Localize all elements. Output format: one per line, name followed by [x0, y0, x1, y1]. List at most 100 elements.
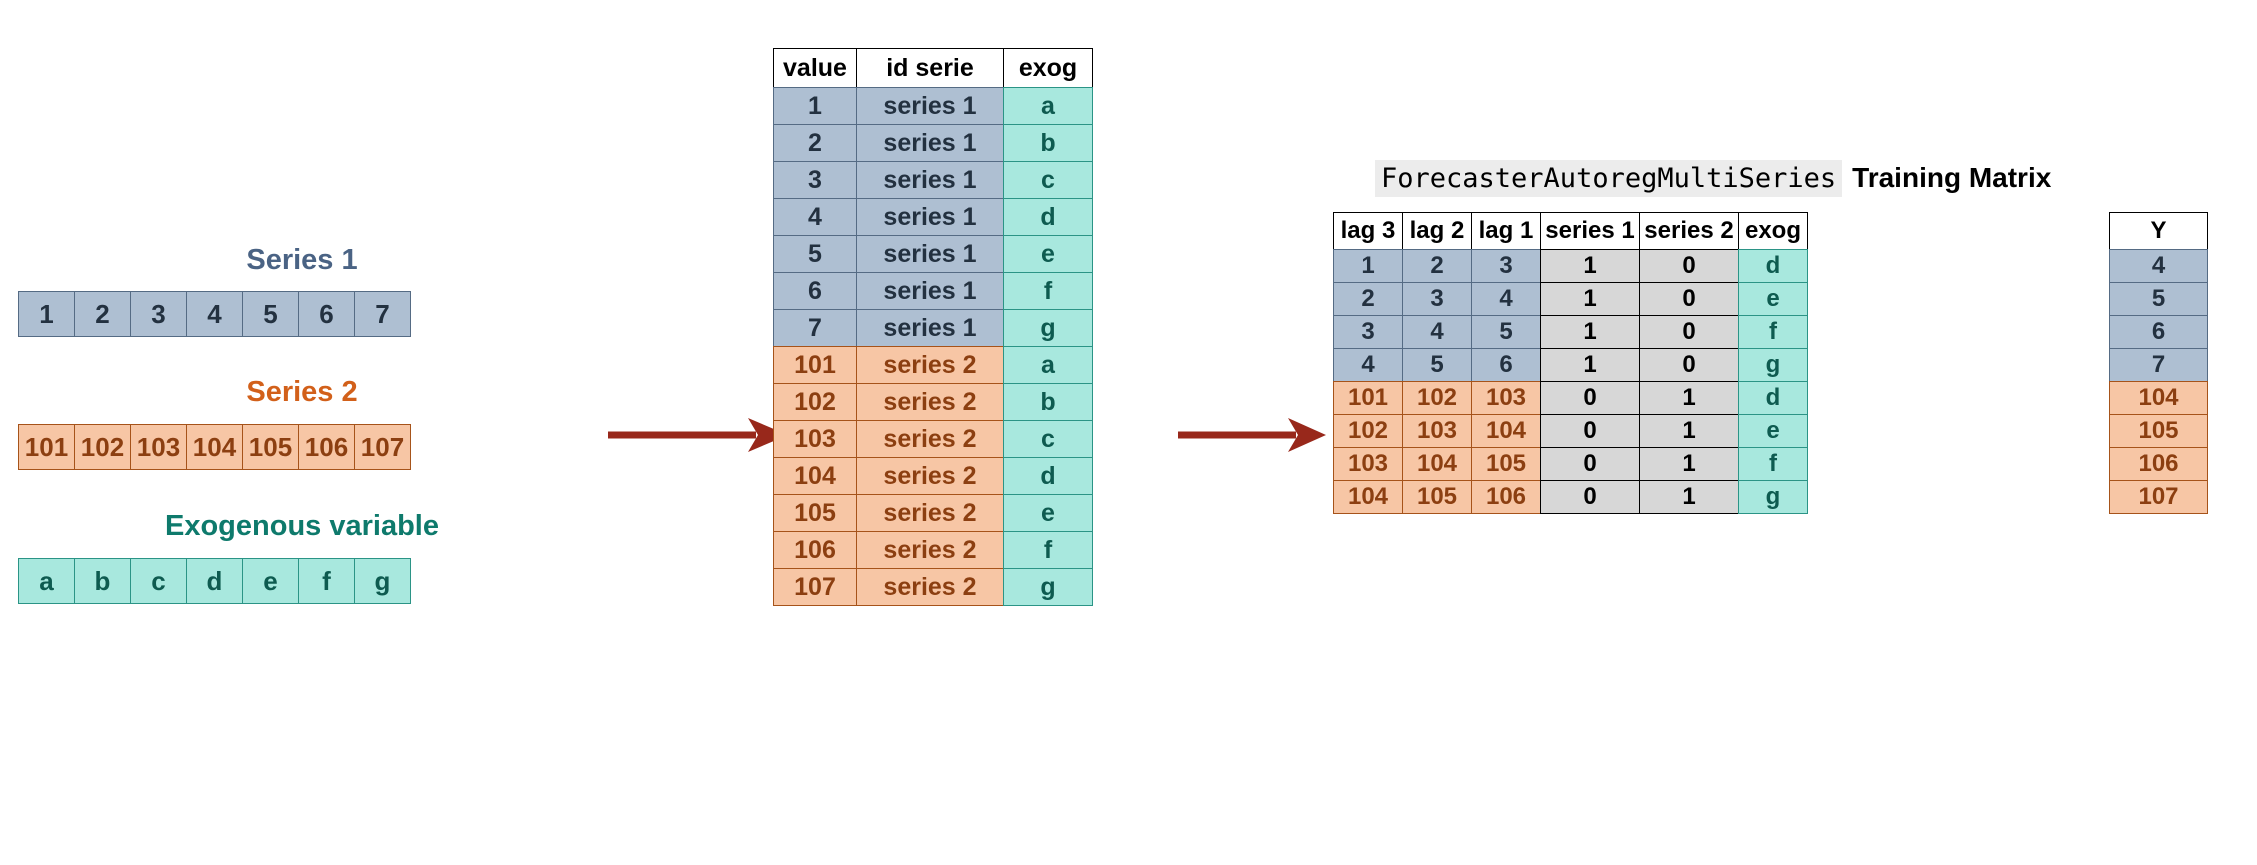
- long-table-cell-value: 7: [773, 309, 857, 347]
- y-cell: 106: [2109, 447, 2208, 481]
- y-row: 106: [2109, 447, 2208, 481]
- matrix-cell-series-2: 0: [1639, 282, 1739, 316]
- y-cell: 107: [2109, 480, 2208, 514]
- y-cell: 105: [2109, 414, 2208, 448]
- long-table-cell-exog: a: [1003, 346, 1093, 384]
- exog-cell: e: [242, 558, 299, 604]
- training-matrix-x: lag 3 lag 2 lag 1 series 1 series 2 exog…: [1333, 212, 1808, 514]
- training-matrix-label: Training Matrix: [1852, 162, 2052, 193]
- matrix-cell-lag-3: 4: [1333, 348, 1403, 382]
- matrix-cell-lag-2: 3: [1402, 282, 1472, 316]
- exogenous-variable-title: Exogenous variable: [165, 510, 439, 542]
- series-2-cell: 106: [298, 424, 355, 470]
- forecaster-class-name: ForecasterAutoregMultiSeries: [1375, 160, 1843, 197]
- long-table-cell-exog: d: [1003, 198, 1093, 236]
- long-table-cell-value: 3: [773, 161, 857, 199]
- matrix-cell-lag-3: 103: [1333, 447, 1403, 481]
- matrix-cell-series-2: 0: [1639, 315, 1739, 349]
- matrix-header-lag-2: lag 2: [1402, 212, 1472, 250]
- series-1-cell: 7: [354, 291, 411, 337]
- y-cell: 7: [2109, 348, 2208, 382]
- matrix-cell-lag-2: 2: [1402, 249, 1472, 283]
- matrix-cell-lag-2: 104: [1402, 447, 1472, 481]
- y-cell: 104: [2109, 381, 2208, 415]
- matrix-cell-series-1: 1: [1540, 315, 1640, 349]
- matrix-cell-series-1: 1: [1540, 249, 1640, 283]
- long-table-cell-exog: g: [1003, 309, 1093, 347]
- long-table-cell-exog: c: [1003, 420, 1093, 458]
- long-table-cell-exog: e: [1003, 235, 1093, 273]
- long-table-cell-id-serie: series 2: [856, 420, 1004, 458]
- long-table-cell-value: 1: [773, 87, 857, 125]
- matrix-cell-series-2: 1: [1639, 414, 1739, 448]
- matrix-cell-series-2: 1: [1639, 447, 1739, 481]
- long-table-cell-value: 102: [773, 383, 857, 421]
- matrix-header-lag-3: lag 3: [1333, 212, 1403, 250]
- long-table-cell-id-serie: series 2: [856, 346, 1004, 384]
- series-2-cell: 105: [242, 424, 299, 470]
- y-row: 7: [2109, 348, 2208, 382]
- matrix-cell-lag-1: 105: [1471, 447, 1541, 481]
- matrix-header-series-2: series 2: [1639, 212, 1739, 250]
- matrix-cell-exog: d: [1738, 249, 1808, 283]
- long-table-cell-value: 106: [773, 531, 857, 569]
- y-row: 107: [2109, 480, 2208, 514]
- y-cell: 6: [2109, 315, 2208, 349]
- series-2-cell: 102: [74, 424, 131, 470]
- series-2-cell: 103: [130, 424, 187, 470]
- long-table-cell-exog: f: [1003, 531, 1093, 569]
- matrix-cell-series-1: 0: [1540, 480, 1640, 514]
- matrix-cell-lag-2: 5: [1402, 348, 1472, 382]
- long-table-cell-id-serie: series 2: [856, 383, 1004, 421]
- long-table-cell-exog: a: [1003, 87, 1093, 125]
- long-table-header-row: value id serie exog: [773, 48, 1093, 88]
- matrix-cell-series-1: 1: [1540, 348, 1640, 382]
- matrix-cell-lag-3: 101: [1333, 381, 1403, 415]
- long-table-header-value: value: [773, 48, 857, 88]
- matrix-cell-exog: g: [1738, 348, 1808, 382]
- series-2-cell: 104: [186, 424, 243, 470]
- long-table-cell-value: 2: [773, 124, 857, 162]
- long-table-cell-id-serie: series 1: [856, 198, 1004, 236]
- matrix-cell-lag-2: 103: [1402, 414, 1472, 448]
- matrix-cell-lag-3: 1: [1333, 249, 1403, 283]
- long-table-cell-exog: b: [1003, 124, 1093, 162]
- matrix-cell-series-2: 1: [1639, 480, 1739, 514]
- matrix-cell-lag-1: 5: [1471, 315, 1541, 349]
- training-matrix-heading: ForecasterAutoregMultiSeries Training Ma…: [1375, 160, 2051, 197]
- matrix-cell-lag-3: 102: [1333, 414, 1403, 448]
- long-table-cell-exog: b: [1003, 383, 1093, 421]
- exog-cell: g: [354, 558, 411, 604]
- matrix-cell-lag-1: 103: [1471, 381, 1541, 415]
- long-table-cell-id-serie: series 1: [856, 309, 1004, 347]
- y-row: 105: [2109, 414, 2208, 448]
- matrix-cell-lag-2: 102: [1402, 381, 1472, 415]
- matrix-cell-exog: d: [1738, 381, 1808, 415]
- series-2-cell: 101: [18, 424, 75, 470]
- long-table-cell-id-serie: series 1: [856, 87, 1004, 125]
- matrix-cell-series-2: 0: [1639, 348, 1739, 382]
- long-table-cell-value: 105: [773, 494, 857, 532]
- matrix-cell-lag-3: 3: [1333, 315, 1403, 349]
- matrix-cell-exog: f: [1738, 447, 1808, 481]
